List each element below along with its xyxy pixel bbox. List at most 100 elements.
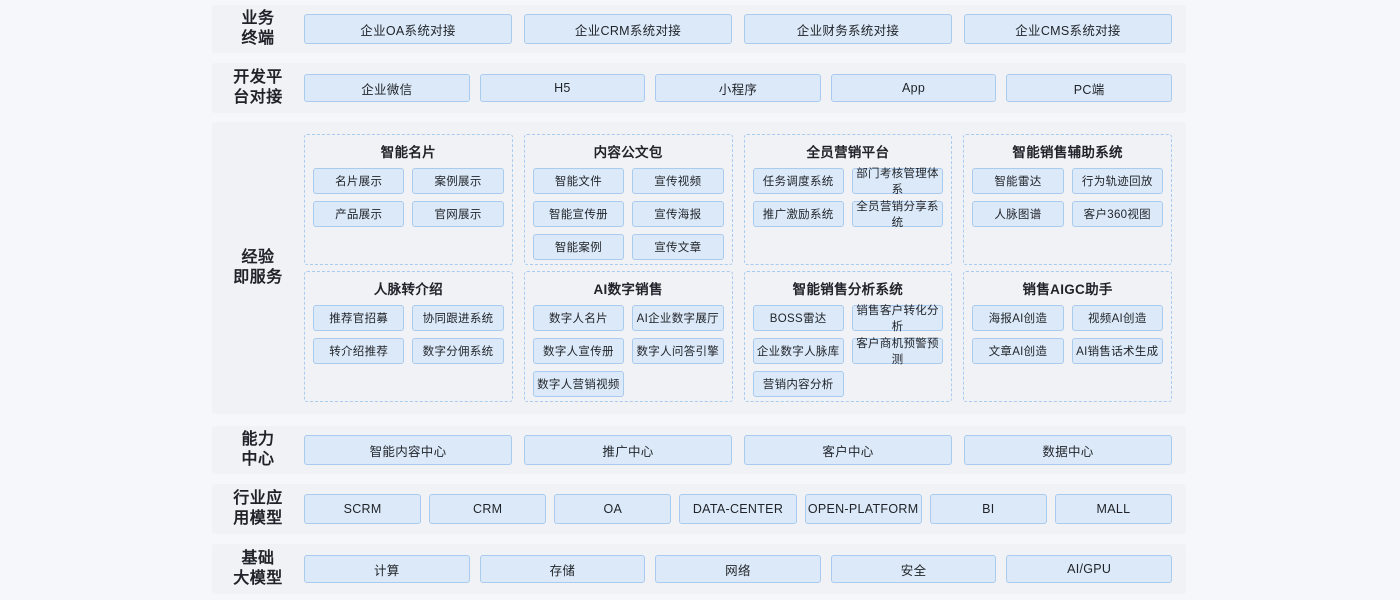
experience-item-chip[interactable]: 数字人名片 xyxy=(532,305,625,331)
band-label-capability-center: 能力 中心 xyxy=(241,431,275,468)
experience-group: 内容公文包智能文件宣传视频智能宣传册宣传海报智能案例宣传文章 xyxy=(523,134,733,265)
experience-group-items: BOSS雷达销售客户转化分析企业数字人脉库客户商机预警预测营销内容分析 xyxy=(752,305,944,397)
experience-item-chip[interactable]: 案例展示 xyxy=(412,168,504,194)
chip-capability-center[interactable]: 数据中心 xyxy=(964,435,1172,465)
experience-item-chip[interactable]: 人脉图谱 xyxy=(972,201,1064,227)
experience-item-chip[interactable]: 宣传海报 xyxy=(632,201,724,227)
experience-item-chip[interactable]: 数字人问答引擎 xyxy=(632,338,724,364)
chip-industry-application-model[interactable]: OA xyxy=(554,494,672,524)
experience-group-grid: 智能名片名片展示案例展示产品展示官网展示内容公文包智能文件宣传视频智能宣传册宣传… xyxy=(304,122,1186,414)
experience-group-title: 全员营销平台 xyxy=(806,145,890,160)
experience-group-items: 海报AI创造视频AI创造文章AI创造 AI销售话术生成 xyxy=(972,305,1163,364)
chip-business-terminal[interactable]: 企业CRM系统对接 xyxy=(524,14,732,44)
chip-business-terminal[interactable]: 企业财务系统对接 xyxy=(744,14,952,44)
chip-dev-platform[interactable]: 小程序 xyxy=(655,74,821,102)
experience-item-chip[interactable]: 部门考核管理体系 xyxy=(851,168,944,196)
experience-item-chip[interactable]: 智能案例 xyxy=(532,234,625,260)
experience-item-chip[interactable]: 企业数字人脉库 xyxy=(752,338,844,364)
experience-item-chip[interactable]: 数字人宣传册 xyxy=(532,338,625,364)
experience-group-items: 智能雷达行为轨迹回放人脉图谱客户360视图 xyxy=(972,168,1163,227)
experience-group: AI数字销售数字人名片 AI企业数字展厅数字人宣传册数字人问答引擎数字人营销视频 xyxy=(523,271,733,402)
experience-group-items: 任务调度系统部门考核管理体系推广激励系统全员营销分享系统 xyxy=(752,168,944,229)
experience-group-title: 智能名片 xyxy=(380,145,436,160)
experience-group: 智能销售辅助系统智能雷达行为轨迹回放人脉图谱客户360视图 xyxy=(963,134,1172,265)
experience-item-chip[interactable]: 名片展示 xyxy=(313,168,405,194)
chip-business-terminal[interactable]: 企业OA系统对接 xyxy=(304,14,512,44)
experience-group-items: 推荐官招募协同跟进系统转介绍推荐数字分佣系统 xyxy=(313,305,504,364)
experience-item-chip[interactable]: 文章AI创造 xyxy=(972,338,1064,364)
band-capability-center: 能力 中心 智能内容中心推广中心客户中心数据中心 xyxy=(212,426,1186,474)
experience-item-chip[interactable]: 产品展示 xyxy=(313,201,405,227)
experience-group-row: 智能名片名片展示案例展示产品展示官网展示内容公文包智能文件宣传视频智能宣传册宣传… xyxy=(304,134,1172,265)
band-business-terminal: 业务 终端 企业OA系统对接企业CRM系统对接企业财务系统对接企业CMS系统对接 xyxy=(212,5,1186,53)
experience-item-chip[interactable]: 推广激励系统 xyxy=(752,201,844,227)
chip-capability-center[interactable]: 智能内容中心 xyxy=(304,435,512,465)
experience-item-chip[interactable]: BOSS雷达 xyxy=(752,305,844,331)
chip-capability-center[interactable]: 推广中心 xyxy=(524,435,732,465)
band-label-business-terminal: 业务 终端 xyxy=(241,10,275,47)
experience-item-chip[interactable]: 官网展示 xyxy=(412,201,504,227)
experience-item-chip[interactable]: 转介绍推荐 xyxy=(313,338,405,364)
chip-industry-application-model[interactable]: SCRM xyxy=(304,494,422,524)
experience-item-chip[interactable]: 任务调度系统 xyxy=(752,168,844,194)
band-label-dev-platform: 开发平 台对接 xyxy=(233,69,283,106)
experience-item-chip[interactable]: AI企业数字展厅 xyxy=(632,305,724,331)
band-items-business-terminal: 企业OA系统对接企业CRM系统对接企业财务系统对接企业CMS系统对接 xyxy=(304,5,1186,53)
band-label-foundation-large-model: 基础 大模型 xyxy=(233,550,283,587)
band-label-experience-as-a-service: 经验 即服务 xyxy=(233,249,283,286)
experience-item-chip[interactable]: 行为轨迹回放 xyxy=(1071,168,1163,194)
experience-item-chip[interactable]: 智能文件 xyxy=(532,168,625,194)
experience-group-title: 内容公文包 xyxy=(593,145,663,160)
experience-group-title: 智能销售分析系统 xyxy=(792,282,904,297)
experience-item-chip[interactable]: 推荐官招募 xyxy=(313,305,405,331)
chip-foundation-large-model[interactable]: 计算 xyxy=(304,555,470,583)
band-experience-as-a-service: 经验 即服务 智能名片名片展示案例展示产品展示官网展示内容公文包智能文件宣传视频… xyxy=(212,122,1186,414)
experience-item-chip[interactable]: 宣传视频 xyxy=(632,168,724,194)
experience-item-chip[interactable]: 客户商机预警预测 xyxy=(851,338,944,366)
experience-item-chip[interactable]: 智能雷达 xyxy=(972,168,1064,194)
chip-dev-platform[interactable]: App xyxy=(830,74,997,102)
band-dev-platform: 开发平 台对接 企业微信 H5 小程序 App PC端 xyxy=(212,63,1186,113)
experience-item-chip[interactable]: 宣传文章 xyxy=(632,234,724,260)
chip-industry-application-model[interactable]: DATA-CENTER xyxy=(679,494,797,524)
experience-group-items: 数字人名片 AI企业数字展厅数字人宣传册数字人问答引擎数字人营销视频 xyxy=(532,305,724,397)
chip-foundation-large-model[interactable]: 安全 xyxy=(830,555,997,583)
band-items-dev-platform: 企业微信 H5 小程序 App PC端 xyxy=(304,63,1186,113)
chip-industry-application-model[interactable]: BI xyxy=(929,494,1047,524)
experience-group-items: 智能文件宣传视频智能宣传册宣传海报智能案例宣传文章 xyxy=(532,168,724,260)
experience-group: 销售AIGC助手海报AI创造视频AI创造文章AI创造 AI销售话术生成 xyxy=(963,271,1172,402)
chip-industry-application-model[interactable]: MALL xyxy=(1054,494,1172,524)
experience-item-chip[interactable]: 营销内容分析 xyxy=(752,371,844,397)
chip-foundation-large-model[interactable]: 网络 xyxy=(655,555,821,583)
band-foundation-large-model: 基础 大模型 计算存储网络安全 AI/GPU xyxy=(212,544,1186,594)
experience-item-chip[interactable]: AI销售话术生成 xyxy=(1071,338,1163,364)
experience-item-chip[interactable]: 数字人营销视频 xyxy=(532,371,625,397)
experience-group: 智能名片名片展示案例展示产品展示官网展示 xyxy=(304,134,513,265)
chip-dev-platform[interactable]: 企业微信 xyxy=(304,74,470,102)
chip-industry-application-model[interactable]: OPEN-PLATFORM xyxy=(804,494,922,524)
band-items-foundation-large-model: 计算存储网络安全 AI/GPU xyxy=(304,544,1186,594)
chip-foundation-large-model[interactable]: AI/GPU xyxy=(1006,555,1172,583)
experience-item-chip[interactable]: 数字分佣系统 xyxy=(412,338,504,364)
chip-dev-platform[interactable]: PC端 xyxy=(1006,74,1172,102)
chip-foundation-large-model[interactable]: 存储 xyxy=(479,555,646,583)
chip-dev-platform[interactable]: H5 xyxy=(479,74,646,102)
experience-group-title: 销售AIGC助手 xyxy=(1022,282,1113,297)
experience-group: 全员营销平台任务调度系统部门考核管理体系推广激励系统全员营销分享系统 xyxy=(743,134,953,265)
experience-item-chip[interactable]: 视频AI创造 xyxy=(1071,305,1163,331)
experience-item-chip[interactable]: 智能宣传册 xyxy=(532,201,625,227)
chip-business-terminal[interactable]: 企业CMS系统对接 xyxy=(964,14,1172,44)
experience-group-title: AI数字销售 xyxy=(593,282,663,297)
experience-item-chip[interactable]: 客户360视图 xyxy=(1071,201,1163,227)
band-label-industry-application-model: 行业应 用模型 xyxy=(233,490,283,527)
experience-item-chip[interactable]: 协同跟进系统 xyxy=(412,305,504,331)
experience-item-chip[interactable]: 海报AI创造 xyxy=(972,305,1064,331)
experience-group: 智能销售分析系统 BOSS雷达销售客户转化分析企业数字人脉库客户商机预警预测营销内… xyxy=(743,271,953,402)
chip-capability-center[interactable]: 客户中心 xyxy=(744,435,952,465)
experience-item-chip[interactable]: 销售客户转化分析 xyxy=(851,305,944,333)
chip-industry-application-model[interactable]: CRM xyxy=(429,494,547,524)
experience-item-chip[interactable]: 全员营销分享系统 xyxy=(851,201,944,229)
